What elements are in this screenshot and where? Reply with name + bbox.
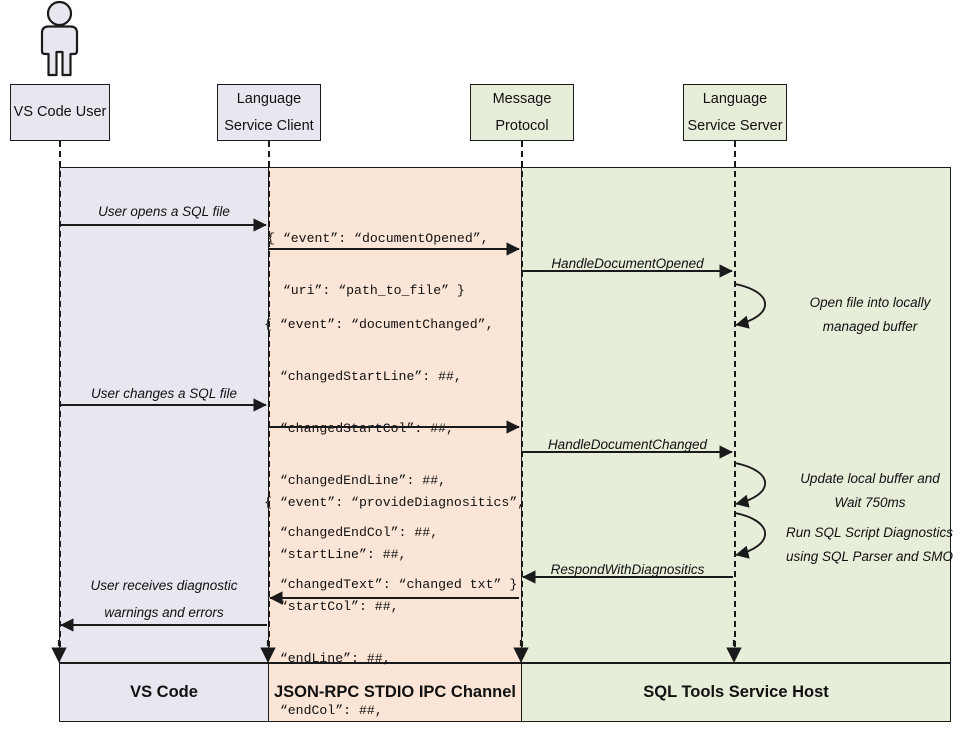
bottom-bar-service-host: SQL Tools Service Host	[521, 663, 951, 722]
payload-provide-diagnostics: { “event”: “provideDiagnositics”, “start…	[264, 464, 525, 732]
message-label-handle-document-opened: HandleDocumentOpened	[551, 256, 704, 271]
payload-line: “changedStartLine”: ##,	[264, 369, 462, 385]
actor-label-line2: Protocol	[495, 117, 549, 134]
message-label-user-opens: User opens a SQL file	[98, 204, 230, 219]
payload-document-changed: { “event”: “documentChanged”, “changedSt…	[264, 286, 517, 624]
message-label-respond-with-diagnostics: RespondWithDiagnositics	[550, 562, 705, 577]
payload-line: “changedText”: “changed txt” }	[264, 576, 518, 592]
actor-label-line1: Language	[236, 90, 302, 107]
payload-line: “endCol”: ##,	[264, 703, 383, 719]
band-vs-code	[59, 167, 269, 663]
payload-line: “changedEndLine”: ##,	[264, 473, 447, 489]
self-note-line2: using SQL Parser and SMO	[785, 548, 954, 564]
actor-label-line2: Service Server	[687, 117, 783, 134]
actor-language-service-client[interactable]: Language Service Client	[217, 84, 321, 141]
bottom-bar-label: SQL Tools Service Host	[643, 683, 829, 701]
message-label-user-receives-line2: warnings and errors	[104, 605, 224, 620]
self-call-note-update-buffer: Update local buffer and Wait 750ms	[770, 467, 962, 514]
payload-line: “startLine”: ##,	[264, 547, 407, 563]
actor-message-protocol[interactable]: Message Protocol	[470, 84, 574, 141]
lifeline-language-service-server	[734, 141, 736, 657]
self-note-line1: Update local buffer and	[800, 471, 940, 486]
self-call-note-open-file: Open file into locally managed buffer	[770, 291, 962, 338]
actor-label-line1: Language	[702, 90, 768, 107]
payload-line: { “event”: “documentChanged”,	[264, 317, 494, 333]
payload-line: “changedStartCol”: ##,	[264, 421, 454, 437]
message-label-user-changes: User changes a SQL file	[90, 386, 238, 401]
payload-line: “endLine”: ##,	[264, 651, 391, 667]
self-note-line1: Run SQL Script Diagnostics	[785, 525, 954, 540]
payload-line: “uri”: “path_to_file” }	[267, 283, 465, 299]
actor-label-line2: Service Client	[224, 117, 314, 134]
self-call-note-run-diagnostics: Run SQL Script Diagnostics using SQL Par…	[762, 521, 962, 568]
bottom-bar-ipc-channel: JSON-RPC STDIO IPC Channel	[268, 663, 522, 722]
actor-label-line1: VS Code User	[13, 104, 107, 121]
self-note-line1: Open file into locally	[809, 295, 931, 310]
actor-language-service-server[interactable]: Language Service Server	[683, 84, 787, 141]
payload-line: “startCol”: ##,	[264, 599, 399, 615]
lifeline-message-protocol	[521, 141, 523, 657]
bottom-bar-label: JSON-RPC STDIO IPC Channel	[273, 683, 517, 701]
payload-line: { “event”: “provideDiagnositics”,	[264, 495, 526, 511]
self-note-line2: Wait 750ms	[834, 494, 906, 510]
actor-vs-code-user[interactable]: VS Code User	[10, 84, 110, 141]
payload-line: { “event”: “documentOpened”,	[267, 231, 489, 247]
message-label-user-receives-line1: User receives diagnostic	[90, 578, 238, 593]
user-person-icon	[40, 0, 79, 77]
message-label-handle-document-changed: HandleDocumentChanged	[547, 437, 708, 452]
bottom-bar-vs-code: VS Code	[59, 663, 269, 722]
payload-document-opened: { “event”: “documentOpened”, “uri”: “pat…	[267, 200, 489, 330]
bottom-bar-label: VS Code	[130, 683, 198, 701]
payload-line: “changedEndCol”: ##,	[264, 525, 439, 541]
lifeline-language-service-client	[268, 141, 270, 657]
actor-label-line1: Message	[492, 90, 552, 107]
lifeline-vs-code-user	[59, 141, 61, 657]
self-note-line2: managed buffer	[822, 318, 918, 334]
band-service-host	[521, 167, 951, 663]
